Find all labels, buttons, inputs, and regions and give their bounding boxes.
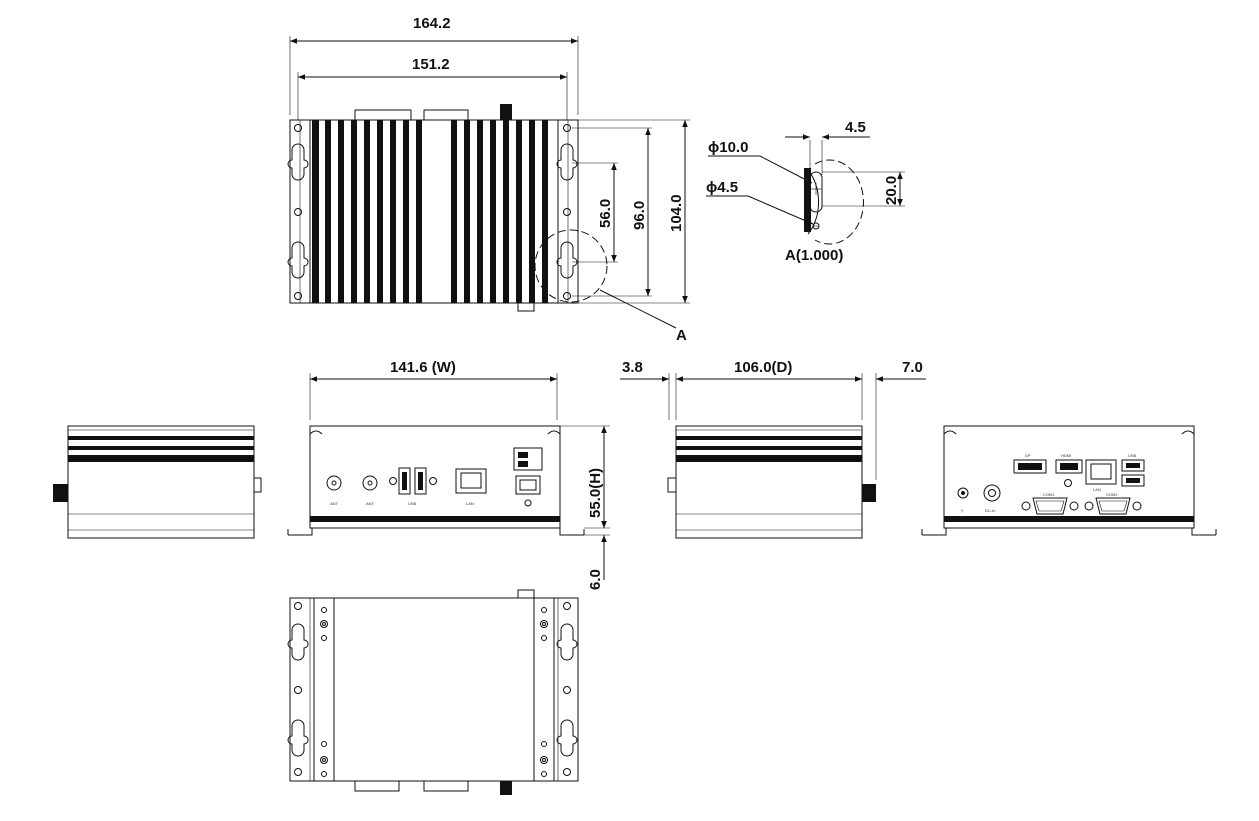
front-usb-label: USB [408,501,417,506]
dim-detail-phi4-5: ϕ4.5 [706,179,738,196]
dim-detail-20: 20.0 [883,176,900,205]
dim-width-mount: 151.2 [412,56,450,73]
top-view-mount-holes [287,124,578,300]
dim-front-width: 141.6 (W) [390,359,456,376]
rear-dcin-label: DC-In [985,508,995,513]
front-ant1-label: ANT [330,501,339,506]
top-view: A 164.2 151.2 104.0 96.0 56.0 [287,15,690,344]
dim-height-104: 104.0 [668,194,685,232]
detail-a-label: A(1.000) [785,247,843,264]
dim-side-depth: 106.0(D) [734,359,792,376]
top-view-fins [299,120,569,303]
rear-view: ⏚ DC-In DP HDMI LAN USB COM1 COM2 [921,425,1217,536]
rear-com2-label: COM2 [1106,492,1118,497]
left-side-view [53,425,262,539]
dim-height-56: 56.0 [597,199,614,228]
dim-width-outer: 164.2 [413,15,451,32]
dim-height-96: 96.0 [631,201,648,230]
rear-lan-label: LAN [1093,487,1101,492]
front-view: ANT ANT USB LAN 141.6 (W) 55.0(H) 6.0 [287,359,610,590]
dim-side-right-offset: 7.0 [902,359,923,376]
rear-com1-label: COM1 [1043,492,1055,497]
rear-hdmi-label: HDMI [1061,453,1071,458]
detail-a-view: 4.5 ϕ10.0 ϕ4.5 20.0 A(1.000) [706,119,905,264]
dim-detail-4-5: 4.5 [845,119,866,136]
detail-a-callout: A [676,327,687,344]
dim-detail-phi10: ϕ10.0 [708,139,748,156]
svg-text:⏚: ⏚ [960,507,964,513]
rear-dp-label: DP [1025,453,1031,458]
dim-side-left-offset: 3.8 [622,359,643,376]
depth-side-view: 3.8 106.0(D) 7.0 [620,359,926,539]
bottom-view [287,589,579,795]
front-lan-label: LAN [466,501,474,506]
front-ant2-label: ANT [366,501,375,506]
detail-a-circle [534,229,608,303]
dim-front-height: 55.0(H) [587,468,604,518]
rear-usb-label: USB [1128,453,1137,458]
dim-foot-height: 6.0 [587,569,604,590]
